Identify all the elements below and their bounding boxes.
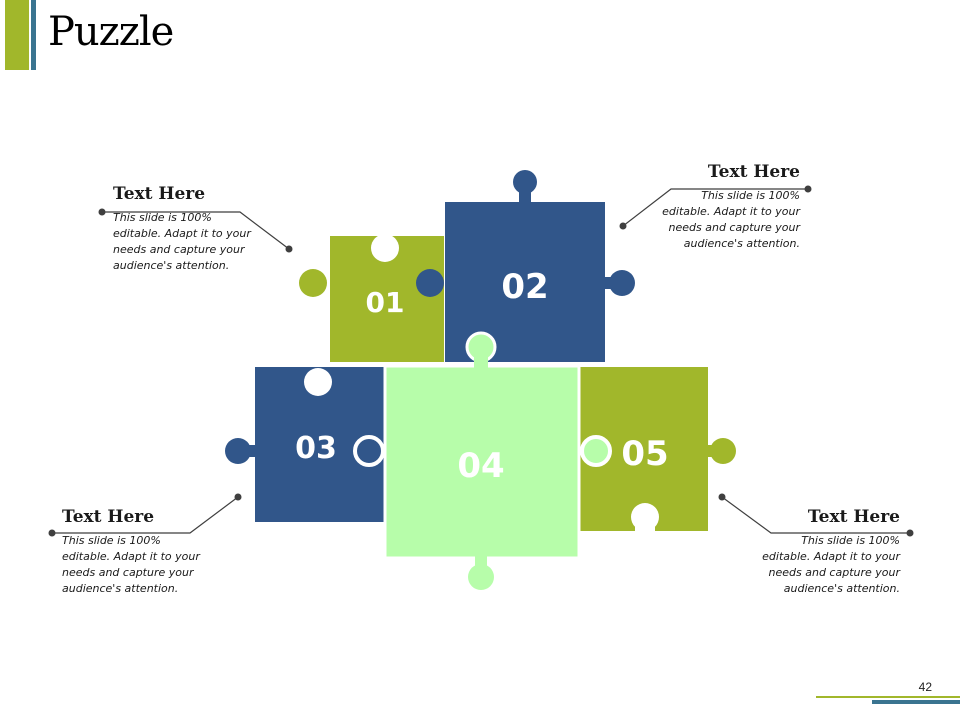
callout-top-left: Text Here This slide is 100% editable. A… — [113, 184, 253, 274]
puzzle-piece-04: 04 — [383, 331, 612, 590]
callout-bottom-left: Text Here This slide is 100% editable. A… — [62, 507, 202, 597]
callout-body: This slide is 100% editable. Adapt it to… — [62, 533, 200, 595]
callout-heading: Text Here — [62, 507, 155, 527]
footer-accent-line — [816, 696, 960, 698]
callout-heading: Text Here — [707, 162, 800, 182]
title-accent-bar — [5, 0, 29, 70]
callout-top-right: Text Here This slide is 100% editable. A… — [660, 162, 800, 252]
puzzle-piece-05: 05 — [578, 367, 736, 533]
piece-label-04: 04 — [457, 446, 504, 486]
callout-body: This slide is 100% editable. Adapt it to… — [113, 210, 251, 272]
title-accent-stripe — [31, 0, 36, 70]
connector-bottom-right — [721, 496, 910, 534]
page-title: Puzzle — [48, 9, 174, 55]
puzzle-piece-03: 03 — [225, 367, 385, 522]
callout-body: This slide is 100% editable. Adapt it to… — [762, 533, 900, 595]
piece-label-05: 05 — [621, 434, 668, 474]
piece-label-02: 02 — [501, 267, 548, 307]
puzzle-piece-02: 02 — [416, 170, 635, 362]
footer-accent-bar — [872, 700, 960, 704]
callout-bottom-right: Text Here This slide is 100% editable. A… — [760, 507, 900, 597]
callout-heading: Text Here — [807, 507, 900, 527]
puzzle-piece-01: 01 — [299, 234, 444, 362]
callout-heading: Text Here — [113, 184, 206, 204]
piece-label-01: 01 — [366, 286, 405, 319]
callout-body: This slide is 100% editable. Adapt it to… — [662, 188, 800, 250]
connector-bottom-left — [52, 496, 239, 534]
connector-top-left — [102, 211, 290, 250]
piece-label-03: 03 — [295, 431, 337, 466]
page-number: 42 — [918, 680, 932, 694]
connector-top-right — [622, 188, 808, 227]
